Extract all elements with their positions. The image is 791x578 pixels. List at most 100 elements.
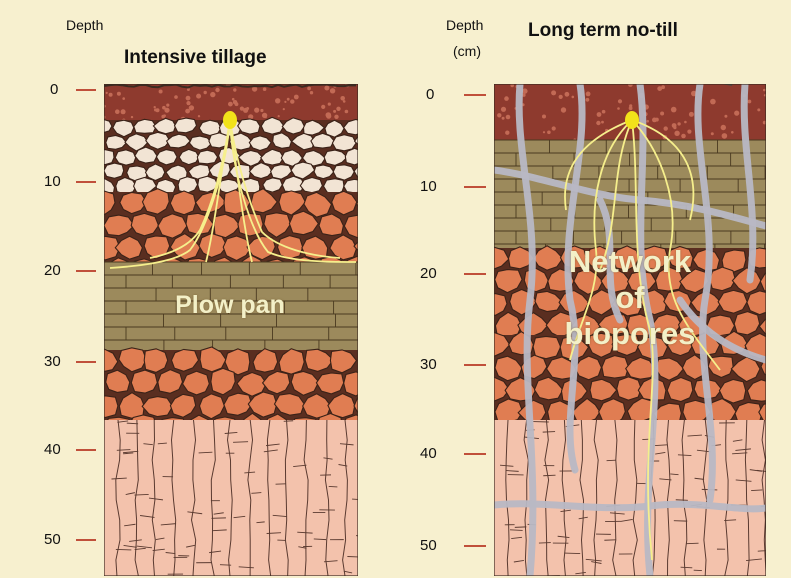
left-aggregate-layer-aggregate	[131, 213, 158, 235]
right-topsoil-layer-speck	[559, 95, 563, 99]
right-topsoil-layer-speck	[618, 99, 622, 103]
left-crumb-layer-aggregate	[300, 178, 322, 193]
left-topsoil-layer-speck	[294, 95, 299, 100]
right-surface-residue	[545, 76, 561, 77]
right-surface-residue	[583, 82, 591, 84]
right-topsoil-layer-speck	[543, 131, 545, 133]
left-topsoil-layer-speck	[228, 102, 233, 107]
right-surface-residue	[495, 82, 508, 83]
left-topsoil-layer-speck	[196, 94, 201, 99]
left-topsoil-layer-speck	[307, 87, 311, 91]
left-topsoil-layer-speck	[154, 109, 157, 112]
left-topsoil-layer-speck	[215, 88, 219, 92]
left-topsoil-layer-speck	[324, 86, 329, 91]
right-topsoil-layer-speck	[506, 115, 511, 120]
right-topsoil-layer-speck	[617, 107, 620, 110]
left-topsoil-layer-speck	[210, 92, 215, 97]
right-surface-residue	[695, 76, 712, 78]
left-aggregate-layer-aggregate	[356, 192, 385, 214]
right-topsoil-layer-speck	[551, 90, 556, 95]
intensive-tillage-soil-column	[88, 82, 385, 578]
right-subsoil-layer-crack	[515, 527, 527, 528]
right-lower-aggregate-layer-aggregate	[602, 356, 629, 378]
left-topsoil-layer-speck	[246, 107, 249, 110]
right-topsoil-layer-speck	[561, 107, 566, 112]
right-surface-residue	[523, 79, 534, 80]
left-topsoil-layer-speck	[131, 116, 133, 118]
right-topsoil-layer-speck	[724, 115, 727, 118]
biopores-label-line-2: of	[530, 280, 730, 316]
right-topsoil-layer-speck	[711, 132, 714, 135]
right-surface-residue	[667, 80, 681, 82]
right-topsoil-layer-speck	[565, 92, 570, 97]
left-lower-aggregate-layer-aggregate	[131, 370, 157, 393]
left-lower-aggregate-layer-aggregate	[344, 372, 369, 396]
right-lower-aggregate-layer-aggregate	[617, 377, 641, 400]
right-surface-residue	[681, 80, 699, 81]
right-surface-residue	[522, 79, 529, 80]
right-topsoil-layer-speck	[586, 92, 591, 97]
right-surface-residue	[659, 81, 673, 82]
left-topsoil-layer-speck	[117, 92, 121, 96]
right-tick-label-40: 40	[420, 445, 437, 463]
left-crumb-layer-aggregate	[355, 133, 378, 150]
right-surface-residue	[560, 81, 566, 82]
left-topsoil-layer-speck	[187, 88, 190, 91]
right-aggregate-layer-aggregate	[747, 291, 774, 315]
left-topsoil-layer-speck	[198, 115, 200, 117]
right-topsoil-layer-speck	[629, 104, 632, 107]
right-topsoil-layer-speck	[748, 100, 752, 104]
left-topsoil-layer-speck	[235, 102, 239, 106]
left-crumb-layer-aggregate	[175, 118, 197, 133]
left-crumb-layer-aggregate	[115, 150, 136, 165]
biopores-label-line-1: Network	[530, 244, 730, 280]
right-topsoil-layer-speck	[672, 123, 677, 128]
left-topsoil-layer-speck	[262, 113, 267, 118]
left-tick-label-0: 0	[50, 81, 58, 99]
left-topsoil-layer-speck	[163, 114, 166, 117]
right-topsoil-layer-speck	[652, 118, 657, 123]
left-topsoil-layer-speck	[333, 110, 336, 113]
right-surface-residue	[695, 78, 713, 80]
left-topsoil-layer-speck	[284, 101, 286, 103]
right-subsoil-layer-crack	[681, 567, 693, 568]
left-subsoil-layer-crack	[347, 556, 362, 557]
right-surface-residue	[745, 79, 763, 80]
biopores-label-line-3: biopores	[530, 316, 730, 352]
left-topsoil-layer-speck	[109, 93, 113, 97]
left-topsoil-layer-speck	[275, 98, 280, 103]
right-surface-residue	[705, 78, 716, 79]
left-crumb-layer-aggregate	[92, 119, 112, 133]
right-depth-header: Depth	[446, 17, 483, 34]
left-topsoil-layer-speck	[115, 109, 120, 114]
left-aggregate-layer-aggregate	[344, 215, 373, 238]
left-topsoil-layer-speck	[154, 106, 156, 108]
left-topsoil-layer-speck	[166, 104, 169, 107]
right-tick-label-0: 0	[426, 86, 434, 104]
right-topsoil-layer-speck	[501, 107, 506, 112]
right-surface-residue	[629, 81, 643, 82]
left-topsoil-layer-speck	[310, 91, 313, 94]
right-surface-residue	[732, 81, 742, 82]
right-surface-residue	[656, 80, 665, 82]
right-topsoil-layer-speck	[757, 108, 760, 111]
right-topsoil-layer-speck	[497, 113, 501, 117]
left-crumb-layer-aggregate	[332, 135, 356, 151]
right-depth-unit: (cm)	[453, 43, 481, 60]
right-surface-residue	[581, 81, 588, 82]
left-tick-label-40: 40	[44, 441, 61, 459]
right-topsoil-layer-speck	[671, 107, 677, 113]
right-topsoil-layer-speck	[572, 96, 575, 99]
left-aggregate-layer-aggregate	[354, 235, 382, 258]
right-tick-label-30: 30	[420, 356, 437, 374]
left-crumb-layer-aggregate	[345, 148, 364, 165]
right-tick-label-10: 10	[420, 178, 437, 196]
right-surface-residue	[626, 79, 641, 81]
left-topsoil-layer-speck	[328, 103, 331, 106]
right-surface-residue	[757, 81, 766, 83]
right-topsoil-layer-speck	[734, 111, 739, 116]
right-surface-residue	[627, 75, 637, 77]
right-surface-residue	[706, 82, 717, 83]
right-surface-residue	[592, 79, 602, 80]
left-crumb-layer-aggregate	[197, 150, 217, 164]
